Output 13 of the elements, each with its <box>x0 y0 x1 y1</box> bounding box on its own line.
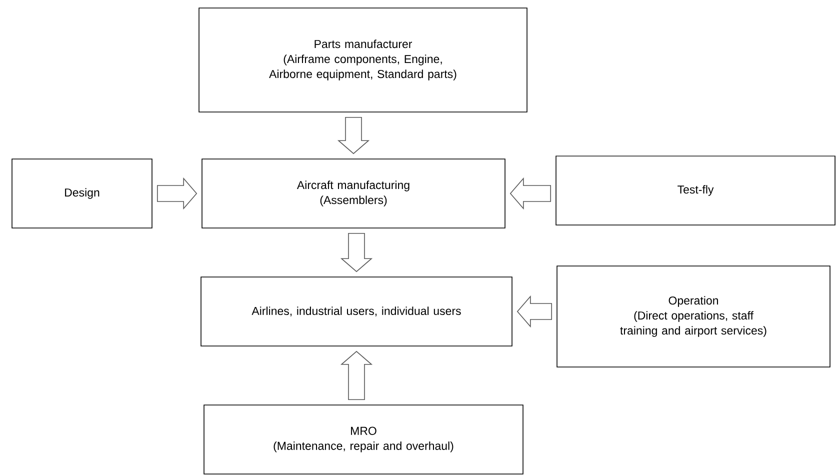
block-arrow <box>516 295 552 328</box>
block-arrow <box>157 177 198 210</box>
process-box: Operation (Direct operations, staff training and airport services) <box>556 266 830 368</box>
process-box: Parts manufacturer (Airframe components, Engine, Airborne equipment, Standard parts) <box>198 8 528 112</box>
block-arrow <box>340 350 373 400</box>
process-box: Test-fly <box>556 156 836 226</box>
block-arrow <box>340 233 373 272</box>
process-box: Airlines, industrial users, individual users <box>200 276 512 346</box>
block-arrow <box>337 117 370 154</box>
process-box: Aircraft manufacturing (Assemblers) <box>202 158 506 228</box>
process-box: Design <box>12 158 152 228</box>
block-arrow <box>510 177 551 210</box>
process-box: MRO (Maintenance, repair and overhaul) <box>204 404 524 474</box>
